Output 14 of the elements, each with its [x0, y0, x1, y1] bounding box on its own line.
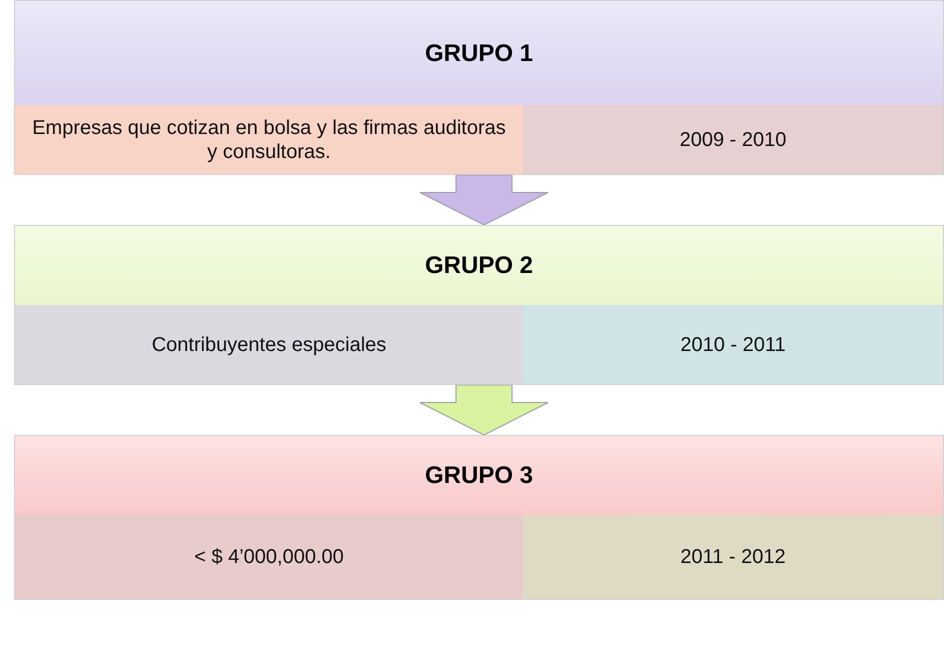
- group-panel: [14, 0, 944, 175]
- description-cell: Contribuyentes especiales: [15, 305, 523, 384]
- period-cell: 2011 - 2012: [523, 515, 943, 599]
- group-heading: GRUPO 1: [424, 40, 534, 68]
- group-panel: [14, 435, 944, 600]
- description-cell: Empresas que cotizan en bolsa y las firmas auditoras y consultoras.: [15, 105, 523, 174]
- description-cell: < $ 4’000,000.00: [15, 515, 523, 599]
- block-arrow: [420, 174, 548, 226]
- group-panel: [14, 225, 944, 385]
- block-arrow: [420, 384, 548, 436]
- group-heading: GRUPO 3: [424, 462, 534, 490]
- period-cell: 2009 - 2010: [523, 105, 943, 174]
- group-heading: GRUPO 2: [424, 252, 534, 280]
- period-cell: 2010 - 2011: [523, 305, 943, 384]
